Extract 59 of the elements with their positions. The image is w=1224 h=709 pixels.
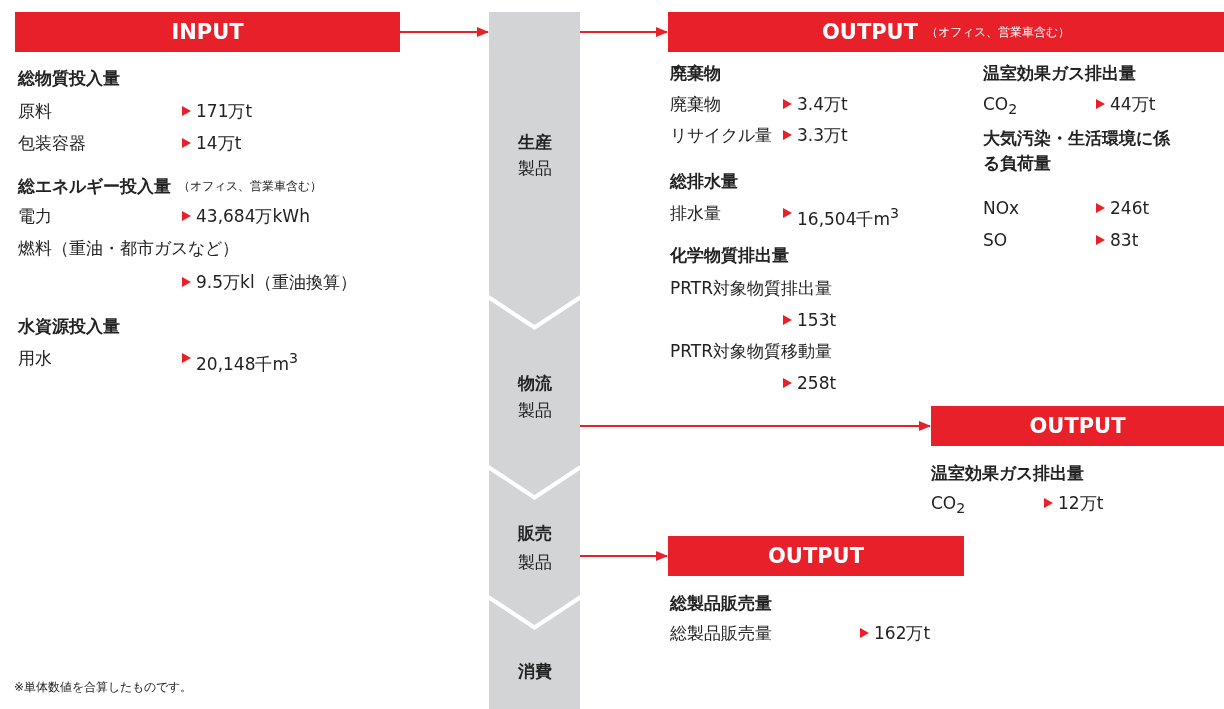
stage-segment [489,12,580,325]
item-value: 83t [1110,229,1139,251]
stage-title: 生産 [516,131,553,154]
item-value: 3.4万t [797,93,848,115]
item-label: PRTR対象物質移動量 [670,340,833,362]
item-value: 14万t [196,132,242,154]
section-heading: 大気汚染・生活環境に係る負荷量 [983,127,1172,175]
item-label: CO$_{2}$ [983,93,1018,120]
item-label: 原料 [18,100,52,122]
item-value: 43,684万kWh [196,205,310,227]
output-banner: OUTPUT [668,536,964,576]
output-banner: OUTPUT [931,406,1224,446]
item-label: NOx [983,197,1020,219]
stage-subtitle: 製品 [516,551,553,574]
input-banner: INPUT [15,12,400,52]
item-label: 廃棄物 [670,93,721,115]
item-label: PRTR対象物質排出量 [670,277,833,299]
item-label: 包装容器 [18,132,86,154]
stage-segment [489,600,580,709]
item-value: 9.5万kl（重油換算） [196,271,357,293]
section-heading: 総エネルギー投入量 [18,175,171,197]
item-label: SO [983,229,1008,251]
item-value: 16,504千m$^{3}$ [797,204,900,230]
item-value: 153t [797,309,837,331]
item-label: リサイクル量 [670,124,772,146]
item-label: 電力 [18,205,52,227]
item-value: 12万t [1058,492,1104,514]
item-value: 3.3万t [797,124,848,146]
item-label: CO$_{2}$ [931,492,966,519]
item-value: 258t [797,372,837,394]
section-heading: 化学物質排出量 [670,244,789,266]
section-heading: 水資源投入量 [18,315,120,337]
item-label: 総製品販売量 [670,622,772,644]
arrow [579,551,668,561]
item-value: 162万t [874,622,931,644]
arrow [579,27,668,37]
arrow [399,27,489,37]
stage-subtitle: 製品 [516,157,553,180]
section-heading: 総製品販売量 [670,592,772,614]
item-value: 171万t [196,100,253,122]
item-label: 排水量 [670,202,721,224]
item-label: 用水 [18,347,52,369]
stage-title: 販売 [516,522,553,545]
section-heading: 総排水量 [670,170,738,192]
section-heading: 温室効果ガス排出量 [931,462,1084,484]
arrow [579,421,931,431]
stage-title: 物流 [516,372,553,395]
stage-segment [489,300,580,495]
item-value: 20,148千m$^{3}$ [196,349,299,375]
stage-subtitle: 製品 [516,399,553,422]
footnote: ※単体数値を合算したものです。 [14,679,194,696]
item-value: 246t [1110,197,1150,219]
output-banner: OUTPUT （オフィス、営業車含む） [668,12,1224,52]
item-label: 燃料（重油・都市ガスなど） [18,237,239,259]
section-heading: 総物質投入量 [18,67,120,89]
heading-note: （オフィス、営業車含む） [178,178,322,195]
item-value: 44万t [1110,93,1156,115]
stage-title: 消費 [516,660,553,683]
stage-segment [489,470,580,625]
